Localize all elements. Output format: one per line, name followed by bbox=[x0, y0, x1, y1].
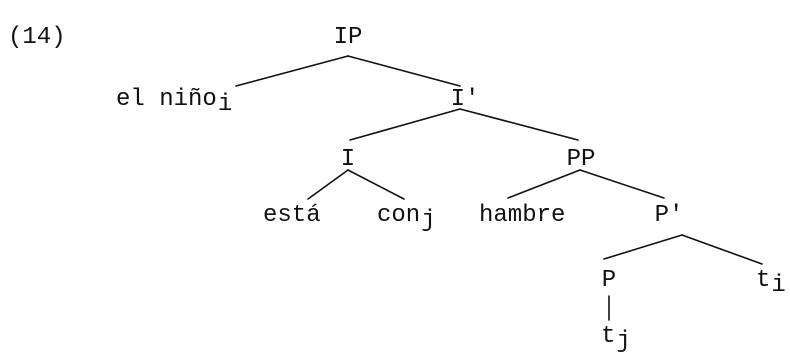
node-pp: PP bbox=[567, 146, 596, 173]
trace-right-index: i bbox=[771, 272, 785, 299]
branch-pp-pbar bbox=[579, 169, 665, 199]
con-label: con bbox=[377, 202, 420, 229]
example-number: (14) bbox=[8, 24, 66, 51]
node-trace-bottom: tj bbox=[601, 323, 631, 353]
node-subject: el niñoi bbox=[116, 86, 232, 118]
branch-pp-hambre bbox=[507, 169, 581, 199]
con-index: j bbox=[421, 207, 435, 234]
node-hambre: hambre bbox=[479, 202, 565, 229]
node-con: conj bbox=[377, 202, 436, 234]
node-ip: IP bbox=[334, 24, 363, 51]
trace-right-label: t bbox=[756, 267, 770, 294]
trace-bottom-label: t bbox=[601, 323, 615, 350]
branch-pbar-trace bbox=[681, 234, 763, 265]
branch-ip-subject bbox=[235, 55, 349, 87]
branch-i-con bbox=[347, 169, 405, 200]
subject-index: i bbox=[218, 91, 232, 118]
node-trace-right: ti bbox=[756, 267, 786, 299]
trace-bottom-index: j bbox=[616, 328, 630, 353]
branch-i-esta bbox=[307, 169, 349, 200]
branch-ibar-i bbox=[349, 108, 461, 141]
branch-pbar-p bbox=[603, 234, 683, 260]
branch-ip-ibar bbox=[347, 55, 461, 87]
node-esta: está bbox=[263, 202, 321, 229]
node-pbar: P' bbox=[655, 202, 684, 229]
subject-label: el niño bbox=[116, 86, 217, 113]
branch-ibar-pp bbox=[459, 108, 579, 141]
node-p: P bbox=[602, 267, 616, 294]
node-ibar: I' bbox=[451, 86, 480, 113]
node-i: I bbox=[341, 146, 355, 173]
